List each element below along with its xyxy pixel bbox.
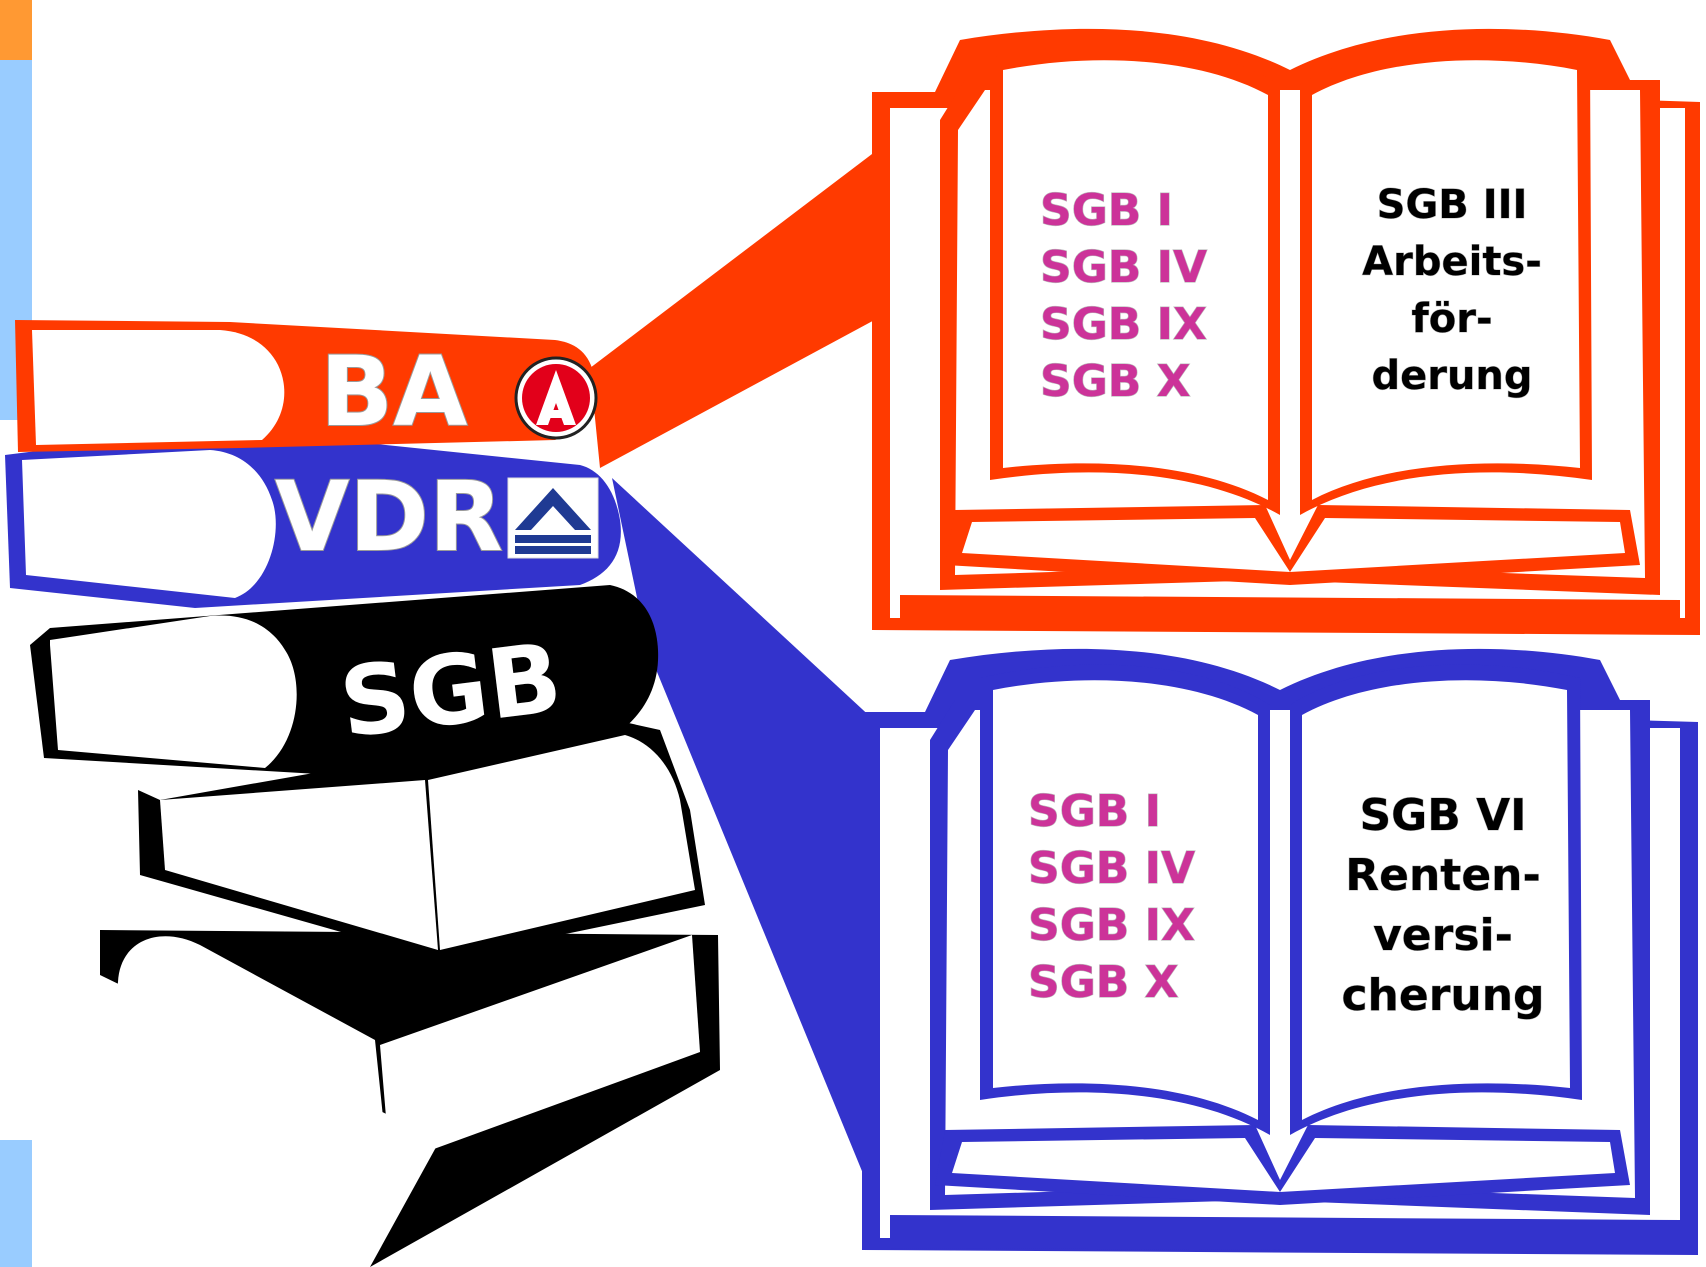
- vdr-right-page-text: SGB VI Renten- versi- cherung: [1341, 790, 1545, 1022]
- stack-book-ba: [15, 320, 595, 452]
- vdr-left-line: SGB IV: [1028, 843, 1195, 894]
- vdr-logo-icon: [507, 477, 599, 559]
- ba-right-line: SGB III: [1377, 182, 1528, 228]
- vdr-spine-label: VDR: [275, 461, 503, 573]
- ba-spine-label: BA: [320, 336, 467, 448]
- vdr-right-line: SGB VI: [1359, 790, 1526, 841]
- stack-book-fourth: [138, 720, 705, 960]
- ba-open-book: [872, 28, 1700, 635]
- vdr-open-book: [862, 648, 1698, 1255]
- ba-beam: [590, 110, 930, 468]
- ba-left-line: SGB X: [1040, 356, 1191, 407]
- vdr-right-line: versi-: [1373, 910, 1513, 961]
- stack-book-sgb: [30, 585, 659, 780]
- vdr-left-page-text: SGB I SGB IV SGB IX SGB X: [1027, 785, 1195, 1008]
- side-bar-orange: [0, 0, 32, 60]
- side-bar-blue-bottom: [0, 1140, 32, 1267]
- ba-right-line: derung: [1371, 353, 1532, 399]
- vdr-beam: [612, 478, 928, 1215]
- vdr-right-line: Renten-: [1345, 850, 1541, 901]
- vdr-left-line: SGB IX: [1028, 900, 1195, 951]
- ba-left-line: SGB IV: [1040, 242, 1207, 293]
- ba-right-page-text: SGB III Arbeits- för- derung: [1362, 182, 1543, 400]
- ba-right-line: för-: [1411, 296, 1492, 342]
- ba-left-line: SGB IX: [1040, 299, 1207, 350]
- stack-book-bottom: [100, 930, 720, 1267]
- ba-left-page-text: SGB I SGB IV SGB IX SGB X: [1039, 184, 1207, 407]
- sgb-spine-label: SGB: [334, 622, 567, 760]
- vdr-left-line: SGB I: [1028, 786, 1161, 837]
- ba-right-line: Arbeits-: [1362, 239, 1542, 285]
- ba-left-line: SGB I: [1040, 185, 1173, 236]
- arbeitsagentur-logo-icon: [514, 356, 598, 440]
- book-stack: [5, 320, 720, 1267]
- vdr-left-line: SGB X: [1028, 957, 1179, 1008]
- vdr-right-line: cherung: [1341, 970, 1544, 1021]
- stack-book-vdr: [5, 428, 621, 608]
